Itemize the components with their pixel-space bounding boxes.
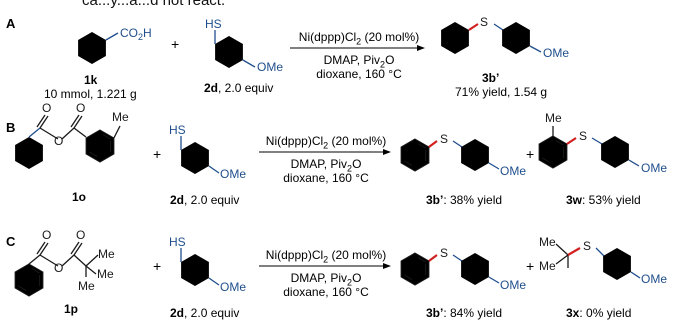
molecule-1k — [78, 32, 119, 64]
molecule-1p-o3: O — [76, 228, 85, 242]
product-yield-3b-c: : 84% yield — [443, 306, 503, 320]
molecule-1p — [14, 241, 99, 297]
molecule-2d-c — [180, 248, 220, 286]
molecule-3x-me1: Me — [539, 235, 556, 249]
product-yield-3x: : 0% yield — [579, 306, 632, 320]
molecule-2d-b-ome: OMe — [220, 167, 246, 181]
product-yield-3b-b: : 38% yield — [443, 193, 503, 207]
molecule-3x-me2: Me — [539, 259, 556, 273]
compound-amount-2d-a: , 2.0 equiv — [218, 81, 274, 95]
plus-sign-b2: + — [526, 146, 535, 162]
reaction-arrow-c — [259, 263, 391, 269]
molecule-2d-a-ome: OMe — [257, 60, 283, 74]
molecule-1p-me2: Me — [97, 267, 114, 281]
molecule-3b-a-ome: OMe — [543, 46, 569, 60]
molecule-2d-b — [180, 136, 220, 174]
panel-label-a: A — [6, 16, 16, 31]
molecule-1p-o2: O — [54, 261, 63, 275]
product-label-3b-b: 3b’: 38% yield — [426, 193, 502, 207]
compound-code-1k: 1k — [84, 73, 98, 87]
compound-amount-2d-b: , 2.0 equiv — [184, 193, 240, 207]
molecule-2d-a-hs: HS — [205, 17, 222, 31]
additives-a: DMAP, Piv2O — [323, 53, 395, 70]
molecule-3x-s: S — [583, 239, 591, 253]
molecule-1k-co2h: CO2H — [120, 26, 152, 42]
molecule-3b-b-ome: OMe — [500, 164, 526, 178]
product-label-3w: 3w: 53% yield — [566, 193, 641, 207]
molecule-1o-o1: O — [42, 101, 51, 115]
plus-sign-c: + — [153, 258, 162, 274]
molecule-1p-me3: Me — [78, 279, 95, 293]
header-text-fragment: ca...y...a...d not react. — [82, 0, 226, 9]
molecule-3w-ome: OMe — [641, 161, 667, 175]
catalyst-c: Ni(dppp)Cl2 (20 mol%) — [265, 248, 387, 265]
molecule-3b-b — [400, 138, 500, 172]
plus-sign-c2: + — [526, 258, 535, 274]
product-yield-3w: : 53% yield — [582, 193, 641, 207]
molecule-1o — [15, 114, 121, 169]
compound-code-2d-a: 2d — [204, 81, 219, 95]
molecule-3x — [555, 243, 641, 280]
compound-code-1p: 1p — [64, 302, 79, 316]
additives-b: DMAP, Piv2O — [290, 157, 362, 174]
molecule-2d-c-hs: HS — [169, 235, 186, 249]
molecule-3w-s: S — [579, 129, 587, 143]
solvent-a: dioxane, 160 °C — [316, 67, 402, 81]
product-label-3b-c: 3b’: 84% yield — [426, 306, 502, 320]
plus-sign-b: + — [153, 146, 162, 162]
compound-code-3b-a: 3b’ — [482, 71, 500, 85]
compound-label-2d-b: 2d, 2.0 equiv — [170, 193, 239, 207]
compound-label-2d-c: 2d, 2.0 equiv — [170, 306, 239, 320]
panel-label-c: C — [6, 234, 16, 249]
molecule-2d-a — [214, 30, 256, 68]
molecule-3w — [538, 126, 640, 169]
compound-label-2d-a: 2d, 2.0 equiv — [204, 81, 273, 95]
reaction-arrow-a — [290, 45, 425, 51]
compound-code-3b-c: 3b’ — [426, 306, 444, 320]
molecule-3b-a-s: S — [480, 15, 488, 29]
solvent-b: dioxane, 160 °C — [283, 171, 369, 185]
molecule-3w-me: Me — [545, 111, 562, 125]
molecule-3b-c-ome: OMe — [500, 278, 526, 292]
product-yield-a: 71% yield, 1.54 g — [455, 85, 548, 99]
molecule-2d-c-ome: OMe — [220, 280, 246, 294]
molecule-1p-me1: Me — [98, 247, 115, 261]
catalyst-a: Ni(dppp)Cl2 (20 mol%) — [298, 30, 420, 47]
compound-code-3x: 3x — [566, 306, 580, 320]
molecule-1o-o2: O — [54, 134, 63, 148]
molecule-3b-c-s: S — [440, 246, 448, 260]
compound-code-2d-c: 2d — [170, 306, 185, 320]
molecule-3x-ome: OMe — [641, 272, 667, 286]
molecule-1p-o1: O — [42, 228, 51, 242]
panel-label-b: B — [6, 120, 16, 135]
plus-sign-a: + — [171, 36, 180, 52]
molecule-3b-c — [400, 252, 500, 286]
compound-amount-1k: 10 mmol, 1.221 g — [44, 87, 137, 101]
reaction-arrow-b — [259, 149, 391, 155]
molecule-3b-a — [441, 22, 542, 54]
solvent-c: dioxane, 160 °C — [283, 285, 369, 299]
compound-amount-2d-c: , 2.0 equiv — [184, 306, 240, 320]
molecule-1o-me: Me — [112, 110, 129, 124]
compound-code-2d-b: 2d — [170, 193, 185, 207]
molecule-2d-b-hs: HS — [169, 123, 186, 137]
additives-c: DMAP, Piv2O — [290, 271, 362, 288]
compound-code-3w: 3w — [566, 193, 583, 207]
molecule-3b-b-s: S — [440, 132, 448, 146]
compound-code-3b-b: 3b’ — [426, 193, 444, 207]
compound-code-1o: 1o — [72, 190, 87, 204]
catalyst-b: Ni(dppp)Cl2 (20 mol%) — [265, 134, 387, 151]
product-label-3x: 3x: 0% yield — [566, 306, 631, 320]
molecule-1o-o3: O — [76, 101, 85, 115]
